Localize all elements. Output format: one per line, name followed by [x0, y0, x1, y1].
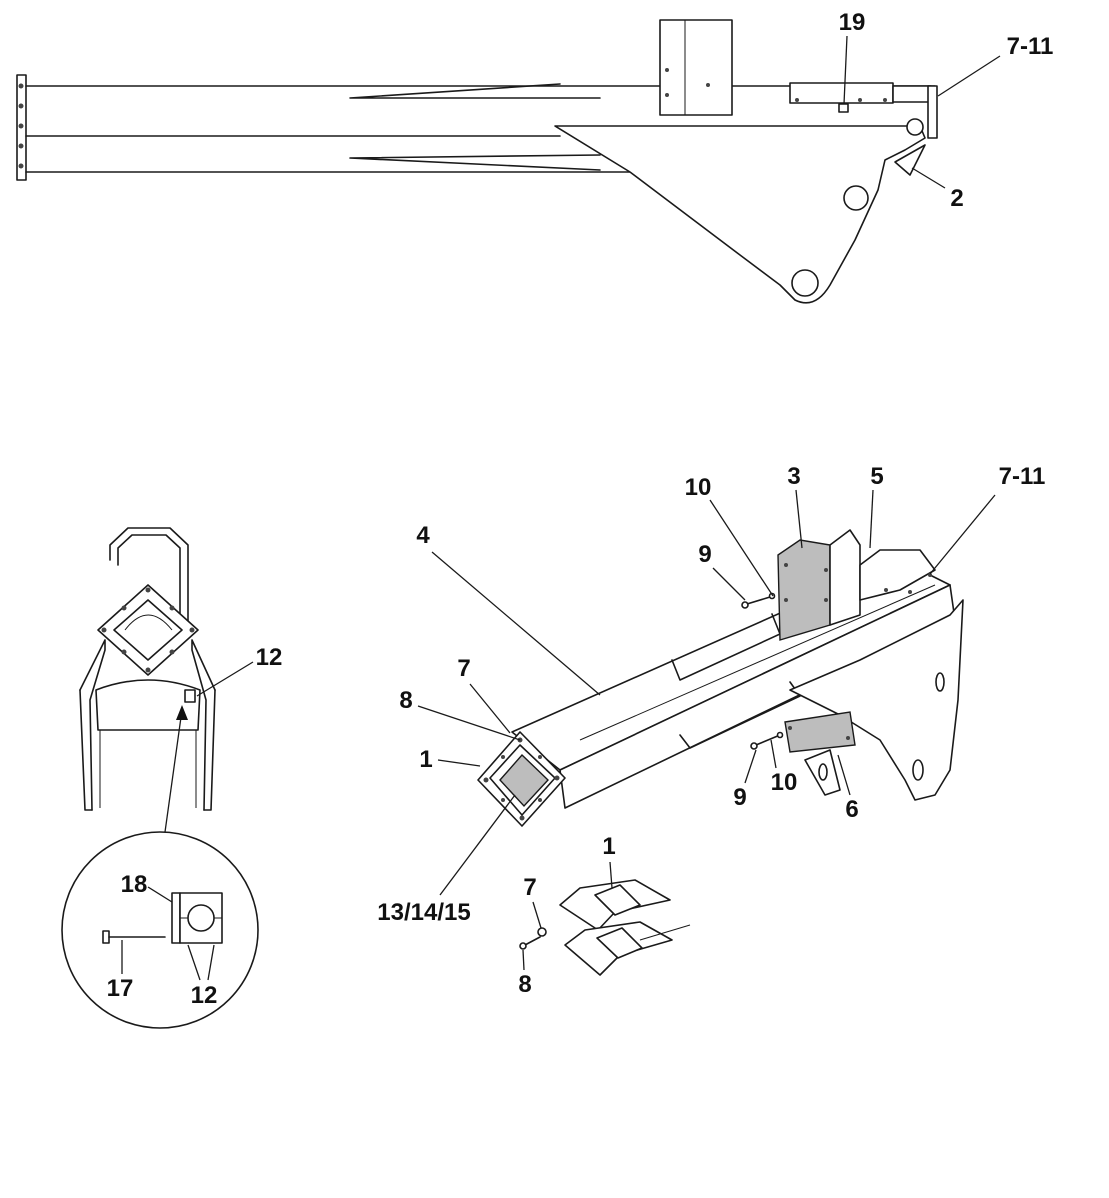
callout-10-bottom: 10: [771, 769, 798, 796]
part-17-bolt-head: [102, 930, 110, 944]
exploded-part-7-washer: [537, 927, 547, 937]
lower-bracket: [554, 125, 926, 304]
part-18-washer: [171, 892, 181, 944]
part-9-bolt: [746, 596, 771, 605]
callout-7-11: 7-11: [1007, 33, 1054, 60]
part-12-clamp: [184, 689, 196, 703]
part-2-wedge: [894, 144, 926, 176]
end-view: [79, 527, 216, 833]
callout-7: 7: [457, 655, 470, 682]
part-5-mount: [829, 529, 861, 626]
cross-member: [95, 679, 201, 731]
exploded-part-8-bolt: [524, 936, 541, 946]
end-view-callouts: 12: [196, 644, 283, 697]
callout-2: 2: [950, 185, 963, 212]
callout-8: 8: [399, 687, 412, 714]
part-3-plate: [777, 539, 831, 641]
callout-17: 17: [107, 975, 134, 1002]
callout-9-bottom: 9: [733, 784, 746, 811]
exploded-flange-parts: 1 7 8: [518, 833, 691, 998]
isometric-boom: [477, 529, 964, 827]
callout-7-11-iso: 7-11: [999, 463, 1046, 490]
side-view-boom: [16, 19, 938, 304]
callout-5: 5: [870, 463, 883, 490]
callout-19: 19: [839, 9, 866, 36]
callout-3: 3: [787, 463, 800, 490]
part-9-bolt-lower: [755, 734, 781, 746]
wear-plate: [789, 82, 894, 104]
callout-exploded-7: 7: [523, 874, 536, 901]
callout-12: 12: [256, 644, 283, 671]
top-bracket: [659, 19, 733, 116]
callout-exploded-8: 8: [518, 971, 531, 998]
callout-6: 6: [845, 796, 858, 823]
end-cap: [927, 85, 938, 139]
isometric-callouts: 10 3 5 7-11 9 4 7 8 1 9 10 6 13/14/15: [377, 463, 1045, 926]
callout-9-top: 9: [698, 541, 711, 568]
part-13-14-15-insert: [499, 753, 549, 808]
part-19-bolt: [838, 103, 849, 113]
callout-18: 18: [121, 871, 148, 898]
detail-circle: 18 17 12: [61, 831, 259, 1029]
callout-10-top: 10: [685, 474, 712, 501]
rear-bracket: [789, 599, 964, 801]
callout-1: 1: [419, 746, 432, 773]
side-view-callouts: 19 7-11 2: [839, 9, 1054, 212]
callout-12-detail: 12: [191, 982, 218, 1009]
callout-exploded-1: 1: [602, 833, 615, 860]
callout-4: 4: [416, 522, 430, 549]
callout-13-14-15: 13/14/15: [377, 899, 470, 926]
part-6-plate: [784, 711, 856, 753]
